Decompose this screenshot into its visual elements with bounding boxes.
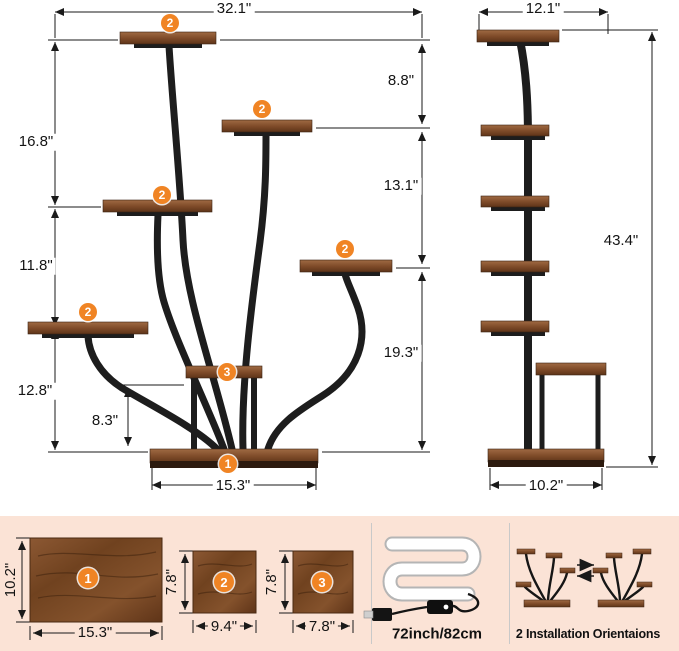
divider-1: [371, 523, 372, 644]
badge-shelf-2-second: 2: [253, 100, 271, 118]
badge-shelf-2-top: 2: [161, 14, 179, 32]
installation-orientations-drawing: [515, 548, 653, 608]
panel3-width-label: 7.8": [305, 618, 339, 636]
dim-front-left-1: 16.8": [15, 133, 57, 151]
dim-front-left-2: 11.8": [16, 257, 56, 275]
badge-shelf-2-fourth: 2: [336, 240, 354, 258]
panel1-width-label: 15.3": [74, 624, 116, 642]
panel2-depth-label: 7.8": [163, 565, 181, 599]
dim-front-left-3: 12.8": [14, 382, 56, 400]
badge-panel-3: 3: [312, 572, 332, 592]
badge-shelf-2-fifth: 2: [79, 303, 97, 321]
dim-front-base: 15.3": [212, 477, 254, 495]
led-controller: [427, 600, 453, 614]
divider-2: [509, 523, 510, 644]
dim-side-height: 43.4": [600, 232, 642, 250]
dim-side-width: 12.1": [522, 0, 564, 18]
badge-shelf-2-third: 2: [153, 186, 171, 204]
side-view-drawing: [476, 29, 607, 467]
dim-front-right-3: 19.3": [380, 344, 422, 362]
panel2-width-label: 9.4": [207, 618, 241, 636]
front-view-drawing: [27, 31, 393, 468]
dim-front-right-2: 13.1": [380, 177, 422, 195]
badge-panel-2: 2: [214, 572, 234, 592]
dim-front-right-1: 8.8": [384, 72, 418, 90]
dim-front-width: 32.1": [213, 0, 255, 18]
dim-front-inner: 8.3": [88, 412, 122, 430]
led-length-caption: 72inch/82cm: [391, 625, 483, 643]
usb-plug-icon: [372, 608, 392, 621]
led-strip-drawing: [363, 536, 482, 621]
badge-base-1: 1: [219, 455, 237, 473]
panel3-depth-label: 7.8": [263, 565, 281, 599]
panel1-depth-label: 10.2": [2, 559, 20, 601]
badge-panel-1: 1: [78, 568, 98, 588]
dim-side-base: 10.2": [525, 477, 567, 495]
badge-shelf-3-middle: 3: [218, 363, 236, 381]
swap-arrows-icon: [577, 558, 594, 583]
installation-caption: 2 Installation Orientaions: [515, 627, 661, 641]
